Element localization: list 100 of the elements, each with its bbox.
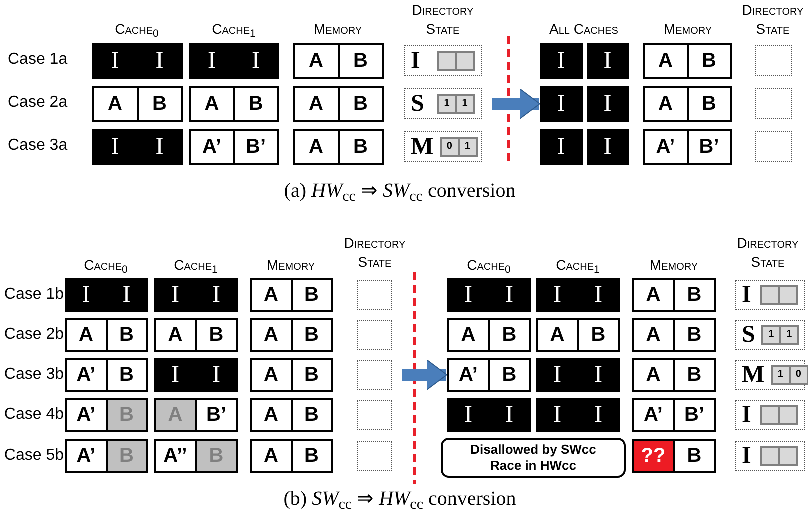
column-header: Cache$_{0}$ — [114, 20, 160, 39]
state-letter: M — [742, 363, 765, 387]
memory-block — [632, 318, 716, 352]
caption: (b) SW$_{cc}$ ⇒ HW$_{cc}$ conversion — [282, 487, 518, 512]
row-label: Case 1a — [8, 50, 69, 70]
row-label: Case 2a — [8, 93, 69, 113]
directory-state-box — [735, 360, 805, 390]
cache-block — [536, 278, 620, 312]
cache-block — [536, 398, 620, 432]
directory-state-box — [735, 400, 805, 430]
memory-block — [643, 129, 732, 165]
column-header: All Caches — [548, 20, 620, 39]
memory-block — [250, 278, 333, 312]
cache-block — [447, 358, 531, 392]
cache-block — [65, 318, 148, 352]
directory-state-box — [735, 320, 805, 350]
arrow — [492, 88, 540, 120]
cache-block — [154, 318, 238, 352]
directory-state-box — [404, 88, 482, 119]
column-header: Cache$_{1}$ — [211, 20, 257, 39]
directory-state-box — [357, 400, 392, 430]
cache-block — [189, 129, 279, 165]
directory-state-box — [357, 441, 392, 471]
sharer-bit: 0 — [442, 138, 458, 154]
column-header: Directory State — [736, 234, 800, 272]
cache-block — [189, 43, 279, 79]
column-header: Memory — [266, 256, 316, 275]
memory-block — [632, 439, 716, 473]
cache-block — [536, 358, 620, 392]
memory-block — [250, 439, 333, 473]
cache-block — [92, 86, 183, 122]
sharer-bit: 1 — [460, 138, 476, 154]
row-label: Case 4b — [3, 405, 64, 425]
directory-state-box — [404, 131, 482, 162]
note-text: Disallowed by SWcc — [470, 442, 596, 458]
memory-block — [250, 318, 333, 352]
directory-state-box — [755, 88, 792, 119]
sharer-bit: 1 — [772, 367, 789, 383]
directory-state-box — [357, 280, 392, 310]
row-label: Case 1b — [3, 285, 64, 305]
cache-block — [447, 398, 531, 432]
state-letter: I — [742, 444, 752, 468]
directory-state-box — [755, 45, 792, 76]
state-letter: M — [411, 134, 434, 158]
memory-block — [632, 358, 716, 392]
cache-block — [189, 86, 279, 122]
cache-block — [540, 129, 629, 165]
caption: (a) HW$_{cc}$ ⇒ SW$_{cc}$ conversion — [283, 179, 517, 204]
memory-block — [293, 129, 384, 165]
cache-block — [447, 278, 531, 312]
cache-block — [65, 398, 148, 432]
row-label: Case 5b — [3, 446, 64, 466]
cache-block — [540, 43, 629, 79]
memory-block — [632, 398, 716, 432]
state-letter: I — [742, 283, 752, 307]
directory-state-box — [735, 441, 805, 471]
cache-block — [154, 439, 238, 473]
row-label: Case 2b — [3, 325, 64, 345]
memory-block — [293, 86, 384, 122]
cache-block — [154, 358, 238, 392]
memory-block — [250, 398, 333, 432]
cache-block — [92, 129, 183, 165]
column-header: Directory State — [741, 1, 805, 39]
cache-block — [540, 86, 629, 122]
note-text: Race in HWcc — [490, 458, 576, 474]
column-header: Directory State — [411, 1, 475, 39]
state-letter: S — [411, 92, 424, 116]
memory-block — [250, 358, 333, 392]
cache-block — [447, 318, 531, 352]
cache-block — [65, 439, 148, 473]
directory-state-box — [735, 280, 805, 310]
cache-block — [154, 398, 238, 432]
column-header: Memory — [648, 256, 700, 275]
sharer-bit: 1 — [763, 327, 780, 343]
column-header: Memory — [662, 20, 714, 39]
column-header: Cache$_{0}$ — [83, 256, 129, 275]
memory-block — [643, 43, 732, 79]
state-letter: S — [742, 323, 756, 347]
memory-block — [632, 278, 716, 312]
cache-block — [92, 43, 183, 79]
cache-block — [65, 358, 148, 392]
column-header: Directory State — [343, 234, 407, 272]
row-label: Case 3b — [3, 365, 64, 385]
sharer-bit: 1 — [439, 96, 455, 112]
arrow — [402, 360, 448, 390]
memory-block — [293, 43, 384, 79]
cache-block — [536, 318, 620, 352]
directory-state-box — [755, 131, 792, 162]
sharer-bit: 1 — [781, 327, 798, 343]
cache-block — [65, 278, 148, 312]
cache-block — [154, 278, 238, 312]
directory-state-box — [404, 45, 482, 76]
column-header: Cache$_{0}$ — [466, 256, 512, 275]
state-letter: I — [742, 403, 752, 427]
row-label: Case 3a — [8, 136, 69, 156]
memory-block — [643, 86, 732, 122]
column-header: Cache$_{1}$ — [173, 256, 219, 275]
column-header: Cache$_{1}$ — [555, 256, 601, 275]
column-header: Memory — [312, 20, 364, 39]
sharer-bit: 1 — [457, 96, 473, 112]
